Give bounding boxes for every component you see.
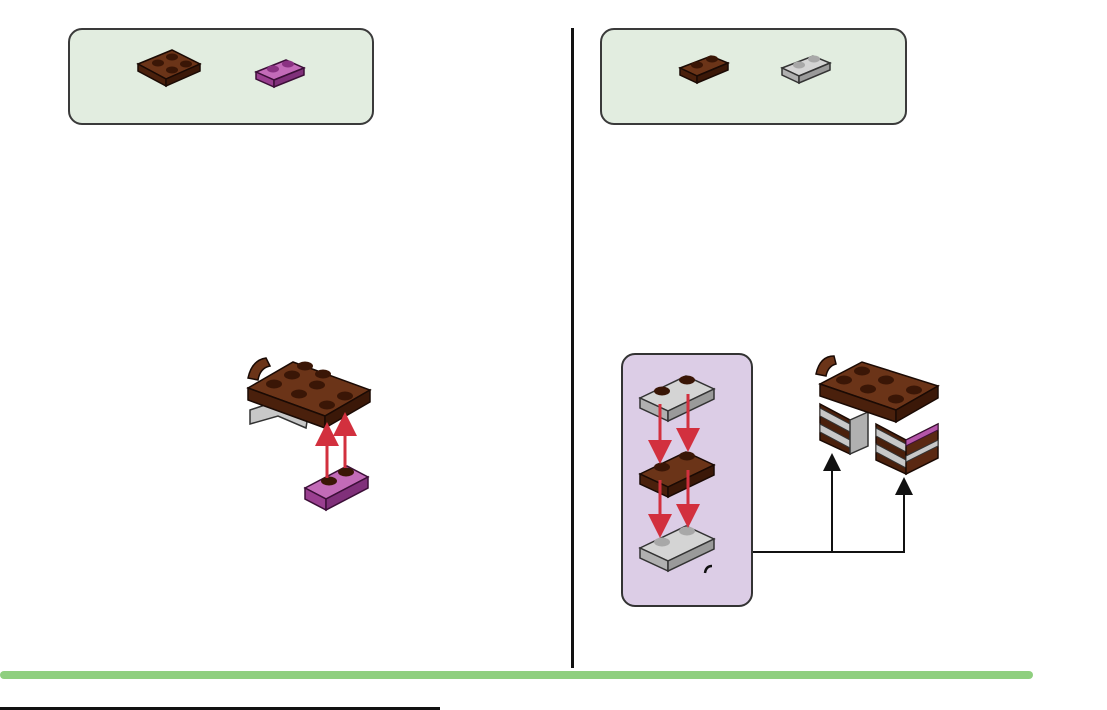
part-brown-plate-1x2 [680, 56, 728, 84]
callout-gray-plate-top [640, 376, 714, 422]
callout-gray-plate-bottom [640, 526, 714, 571]
connector-line [753, 486, 904, 552]
part-magenta-plate-1x2 [256, 60, 304, 87]
part-gray-plate-1x2 [782, 56, 830, 84]
part-brown-plate-2x2 [138, 50, 200, 86]
step-1-magenta-plate [305, 466, 368, 510]
callout-brown-plate [640, 452, 714, 498]
step-1-assembly [248, 358, 370, 428]
rotate-icon [705, 566, 712, 573]
step-2-assembly [816, 356, 938, 474]
